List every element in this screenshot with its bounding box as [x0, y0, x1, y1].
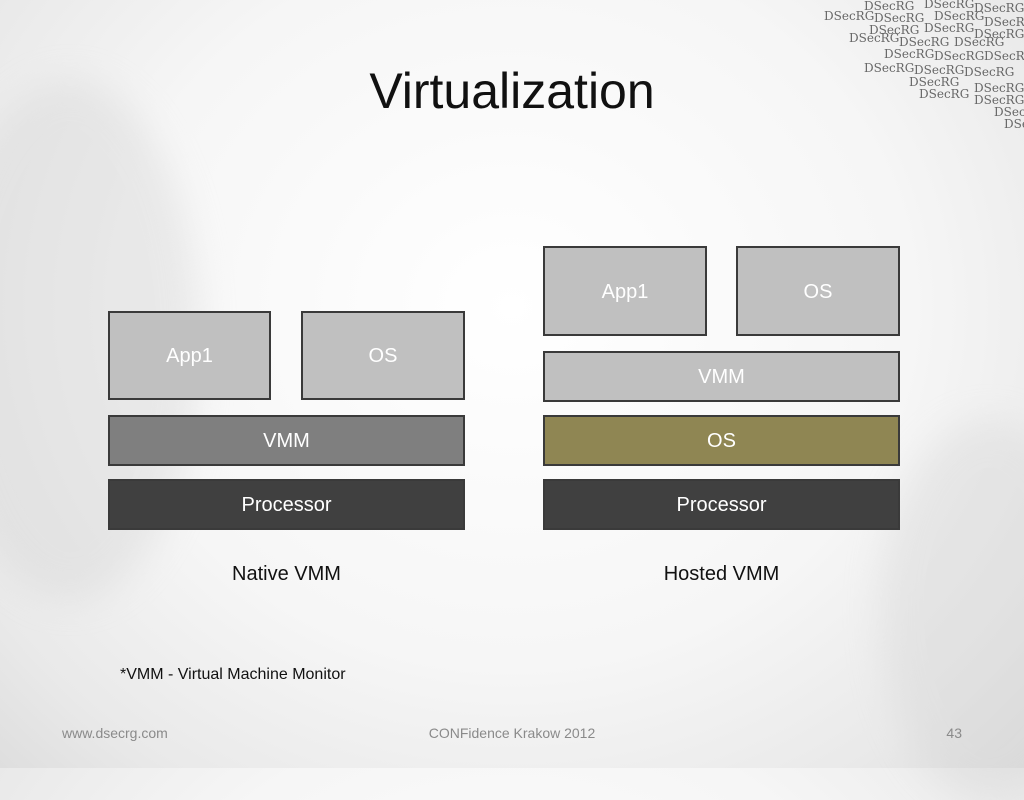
- native-processor-box: Processor: [108, 479, 465, 530]
- hosted-processor-box: Processor: [543, 479, 900, 530]
- slide-title: Virtualization: [369, 63, 655, 119]
- native-vmm-box: VMM: [108, 415, 465, 466]
- footnote: *VMM - Virtual Machine Monitor: [120, 666, 346, 683]
- hosted-os-box: OS: [736, 246, 900, 336]
- logo: DSecRG DSecRG DSecRG DSecRG DSecRG DSecR…: [824, 0, 1024, 130]
- hosted-host-os-box: OS: [543, 415, 900, 466]
- native-vmm-caption: Native VMM: [232, 563, 341, 585]
- footer-event: CONFidence Krakow 2012: [428, 725, 596, 741]
- hosted-app1-box: App1: [543, 246, 707, 336]
- native-os-box: OS: [301, 311, 465, 400]
- page-number: 43: [946, 725, 962, 741]
- native-app1-box: App1: [108, 311, 271, 400]
- hosted-vmm-box: VMM: [543, 351, 900, 402]
- background-texture: [880, 420, 1024, 800]
- hosted-vmm-caption: Hosted VMM: [663, 563, 780, 585]
- footer-url: www.dsecrg.com: [62, 725, 168, 741]
